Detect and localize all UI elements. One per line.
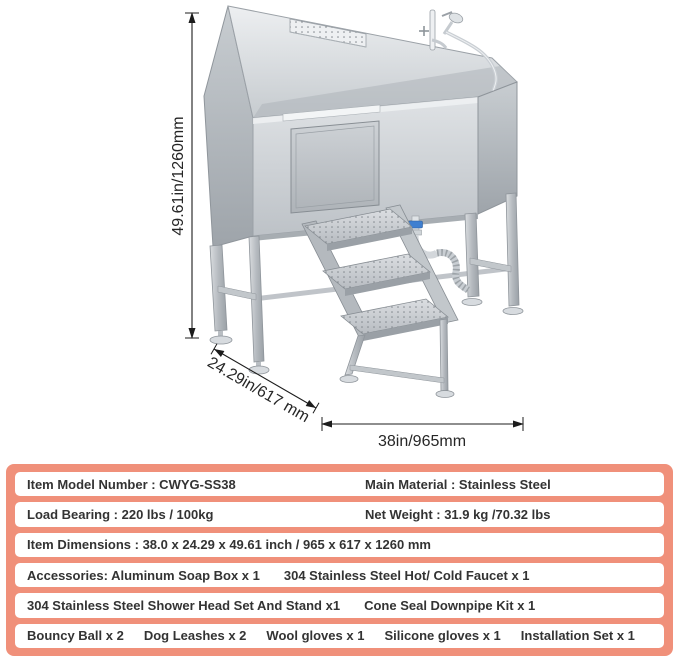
height-dimension-label: 49.61in/1260mm [170,116,187,235]
spec-row-accessories-3: Bouncy Ball x 2 Dog Leashes x 2 Wool glo… [15,623,664,648]
spec-accessory-dog-leashes: Dog Leashes x 2 [143,628,247,644]
stairs [301,204,459,398]
tub-front [252,81,518,241]
grooming-tub-drawing: 49.61in/1260mm 24.29in/617 mm 38in/965mm [170,5,524,450]
spec-accessory-wool-gloves: Wool gloves x 1 [266,628,365,644]
spec-panel: Item Model Number : CWYG-SS38 Main Mater… [6,464,673,656]
width-dimension-label: 38in/965mm [378,433,466,450]
spec-item-dimensions: Item Dimensions : 38.0 x 24.29 x 49.61 i… [27,537,431,553]
height-dimension: 49.61in/1260mm [170,12,199,339]
spec-accessory-faucet: 304 Stainless Steel Hot/ Cold Faucet x 1 [283,567,530,583]
spec-model-number: Item Model Number : CWYG-SS38 [27,476,236,492]
adjustable-foot [461,298,483,306]
spec-main-material: Main Material : Stainless Steel [365,476,551,492]
adjustable-foot [339,375,359,383]
spec-row-model-material: Item Model Number : CWYG-SS38 Main Mater… [15,472,664,497]
adjustable-foot [435,390,455,398]
adjustable-foot [248,365,270,375]
adjustable-foot [209,335,233,345]
spec-net-weight: Net Weight : 31.9 kg /70.32 lbs [365,506,551,522]
adjustable-foot [502,307,524,315]
spec-row-load-weight: Load Bearing : 220 lbs / 100kg Net Weigh… [15,502,664,527]
spec-row-accessories-2: 304 Stainless Steel Shower Head Set And … [15,593,664,618]
access-door [290,120,380,214]
spec-accessory-bouncy-ball: Bouncy Ball x 2 [27,628,124,644]
spec-row-dimensions: Item Dimensions : 38.0 x 24.29 x 49.61 i… [15,532,664,557]
spec-accessory-shower-set: 304 Stainless Steel Shower Head Set And … [27,597,341,613]
shower-hose [445,30,498,93]
spec-accessory-downpipe: Cone Seal Downpipe Kit x 1 [364,597,536,613]
spec-row-accessories-1: Accessories: Aluminum Soap Box x 1 304 S… [15,562,664,588]
spec-accessory-installation-set: Installation Set x 1 [520,628,635,644]
spec-load-bearing: Load Bearing : 220 lbs / 100kg [27,506,214,522]
faucet [419,9,464,51]
soap-tray [289,18,367,48]
spec-accessory-soap-box: Accessories: Aluminum Soap Box x 1 [27,567,260,583]
spec-accessory-silicone-gloves: Silicone gloves x 1 [384,628,501,644]
width-dimension: 38in/965mm [321,417,524,450]
door-rail [282,104,381,122]
product-illustration: 49.61in/1260mm 24.29in/617 mm 38in/965mm [170,5,524,450]
